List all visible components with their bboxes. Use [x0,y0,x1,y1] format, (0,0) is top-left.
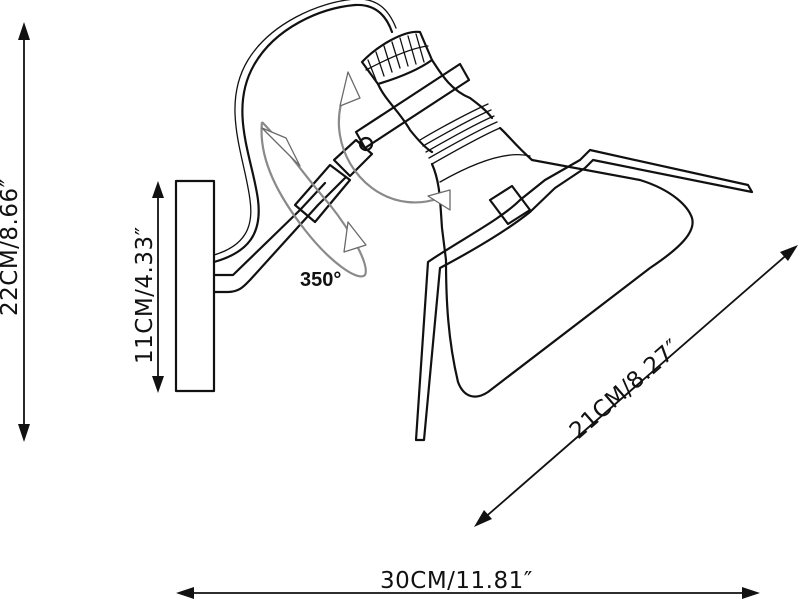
rotation-arrow-bottom [343,221,367,253]
rotation-label: 350° [300,269,341,291]
dim-arrow-bottom-icon [152,376,164,393]
wall-plate [174,179,216,393]
dim-arrow-bottom-icon [18,424,30,442]
dim-arrow-top-icon [18,22,30,40]
arm-joint [332,138,374,178]
socket-cap-rim [365,45,429,71]
power-cable [212,3,394,264]
power-cable-inner [213,0,397,256]
rotation-arc-upper [337,79,441,204]
arm-sleeve [293,163,352,224]
rotation-ellipse [260,121,367,278]
cage-clamp [488,184,532,226]
mount-strap [354,62,471,150]
guard-cage [414,148,754,442]
dim-label-height-total: 22CM/8.66″ [0,178,23,316]
lamp-shade [430,126,694,398]
socket-thread [419,103,501,165]
dim-arrow-lower-icon [474,510,492,527]
rotation-arrow-left [261,127,301,167]
dimension-height-plate: 11CM/4.33″ [132,181,164,393]
dim-arrow-upper-icon [780,245,798,261]
dim-line-shade-length [481,251,791,521]
dim-label-width-total: 30CM/11.81″ [380,568,533,594]
dim-arrow-top-icon [152,181,164,198]
dim-arrow-left-icon [176,587,194,599]
dimension-height-total: 22CM/8.66″ [0,22,30,442]
dimension-shade-length: 21CM/8.27″ [474,245,798,527]
lamp-shade-neck [439,154,531,183]
rotation-indicator: 350° [260,71,451,291]
rotation-arrow-top [339,71,361,107]
dim-label-height-plate: 11CM/4.33″ [132,226,158,364]
dimension-width-total: 30CM/11.81″ [176,568,760,599]
dim-arrow-right-icon [742,587,760,599]
socket-cap-ribs [367,33,425,81]
lamp-arm-lower [212,176,347,294]
lamp-arm [212,181,327,277]
rotation-arrow-right [427,189,451,211]
dim-label-shade-length: 21CM/8.27″ [565,335,686,445]
